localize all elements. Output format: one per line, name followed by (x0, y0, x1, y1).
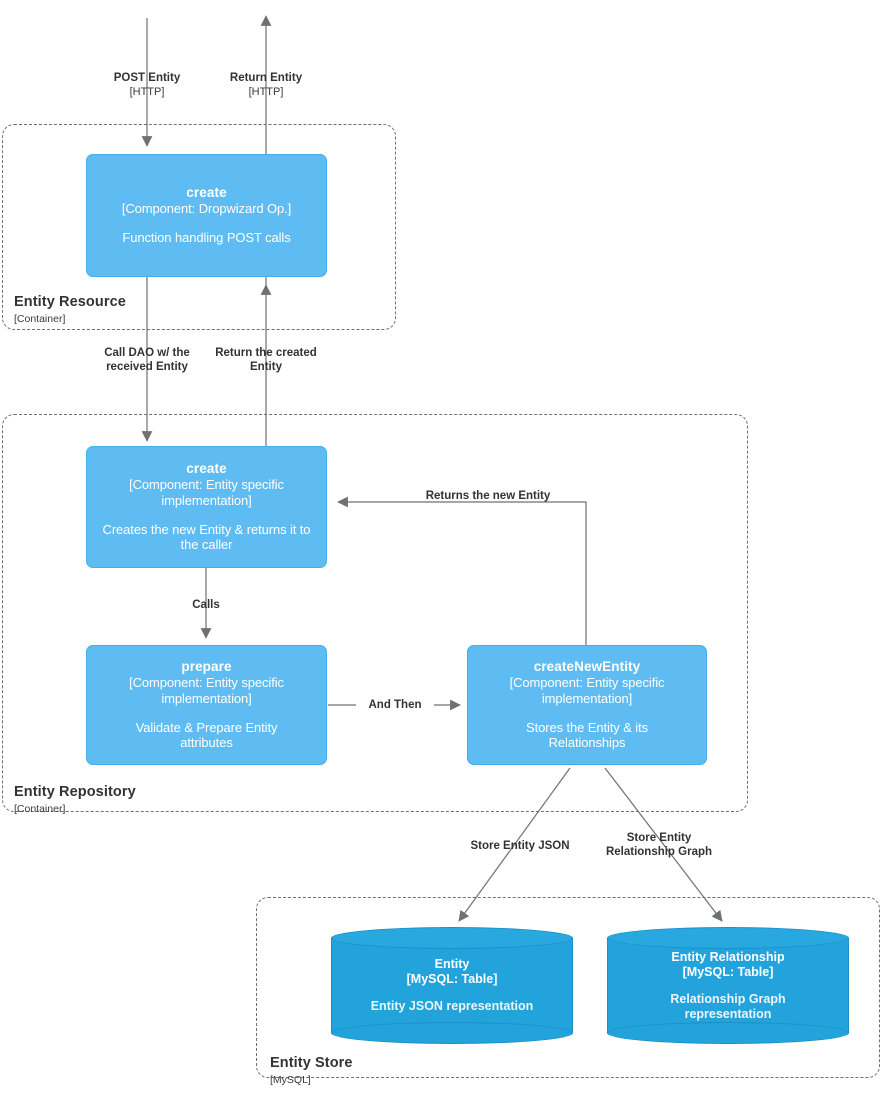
database-entity-name: Entity (434, 957, 470, 971)
container-entity-repository-label: Entity Repository (14, 784, 136, 800)
database-entity-body (331, 938, 573, 1033)
database-entity-desc: Entity JSON representation (370, 999, 534, 1013)
component-repository-create-new-entity-desc: Stores the Entity & its Relationships (526, 719, 648, 751)
relationship-label-returns-new-entity: Returns the new Entity (425, 490, 551, 502)
relationship-label-return-created-entity: Return the created Entity (215, 347, 317, 374)
database-entity-relationship-text: Entity Relationship [MySQL: Table] Relat… (607, 927, 849, 1044)
component-repository-prepare[interactable]: prepare [Component: Entity specific impl… (86, 645, 327, 765)
database-entity-relationship-desc: Relationship Graph representation (670, 991, 786, 1021)
component-resource-create[interactable]: create [Component: Dropwizard Op.] Funct… (86, 154, 327, 277)
database-entity[interactable]: Entity [MySQL: Table] Entity JSON repres… (331, 927, 573, 1044)
component-repository-create-desc: Creates the new Entity & returns it to t… (102, 521, 311, 553)
container-entity-repository (2, 414, 748, 812)
component-repository-create-new-entity-tech: [Component: Entity specific implementati… (509, 675, 665, 706)
relationship-label-store-entity-relationship-graph: Store Entity Relationship Graph (605, 832, 713, 859)
container-entity-store-label: Entity Store (270, 1055, 353, 1071)
relationship-label-post-entity: POST Entity (113, 72, 181, 84)
relationship-label-store-entity-json: Store Entity JSON (470, 840, 570, 852)
component-repository-create-new-entity[interactable]: createNewEntity [Component: Entity speci… (467, 645, 707, 765)
database-entity-relationship-name: Entity Relationship (671, 949, 785, 964)
component-resource-create-name: create (186, 185, 227, 201)
relationship-label-return-entity: Return Entity (229, 72, 303, 84)
component-repository-create-new-entity-name: createNewEntity (533, 659, 641, 675)
container-entity-store-tech: [MySQL] (270, 1074, 311, 1086)
database-entity-relationship-tech: [MySQL: Table] (682, 964, 774, 979)
component-resource-create-tech: [Component: Dropwizard Op.] (121, 201, 292, 217)
database-entity-relationship-body (607, 938, 849, 1033)
container-entity-repository-tech: [Container] (14, 803, 66, 815)
database-entity-text: Entity [MySQL: Table] Entity JSON repres… (331, 927, 573, 1044)
database-entity-relationship-top-ellipse (607, 927, 849, 949)
relationship-label-call-dao: Call DAO w/ the received Entity (104, 347, 190, 374)
component-repository-prepare-name: prepare (181, 659, 232, 675)
relationship-tech-return-entity: [HTTP] (248, 86, 284, 98)
relationship-label-and-then: And Then (356, 698, 434, 713)
component-resource-create-desc: Function handling POST calls (122, 230, 291, 246)
relationship-tech-post-entity: [HTTP] (129, 86, 165, 98)
container-entity-resource-tech: [Container] (14, 313, 66, 325)
container-entity-resource-label: Entity Resource (14, 294, 126, 310)
relationship-label-calls: Calls (192, 599, 220, 611)
container-entity-resource (2, 124, 396, 330)
component-repository-create[interactable]: create [Component: Entity specific imple… (86, 446, 327, 568)
database-entity-top-ellipse (331, 927, 573, 949)
database-entity-tech: [MySQL: Table] (406, 972, 498, 986)
component-repository-create-name: create (186, 461, 227, 477)
component-repository-prepare-desc: Validate & Prepare Entity attributes (135, 719, 278, 751)
database-entity-relationship-bottom-ellipse (607, 1022, 849, 1044)
container-entity-store (256, 897, 880, 1078)
database-entity-relationship[interactable]: Entity Relationship [MySQL: Table] Relat… (607, 927, 849, 1044)
component-repository-prepare-tech: [Component: Entity specific implementati… (129, 675, 284, 706)
database-entity-bottom-ellipse (331, 1022, 573, 1044)
component-repository-create-tech: [Component: Entity specific implementati… (129, 477, 284, 508)
